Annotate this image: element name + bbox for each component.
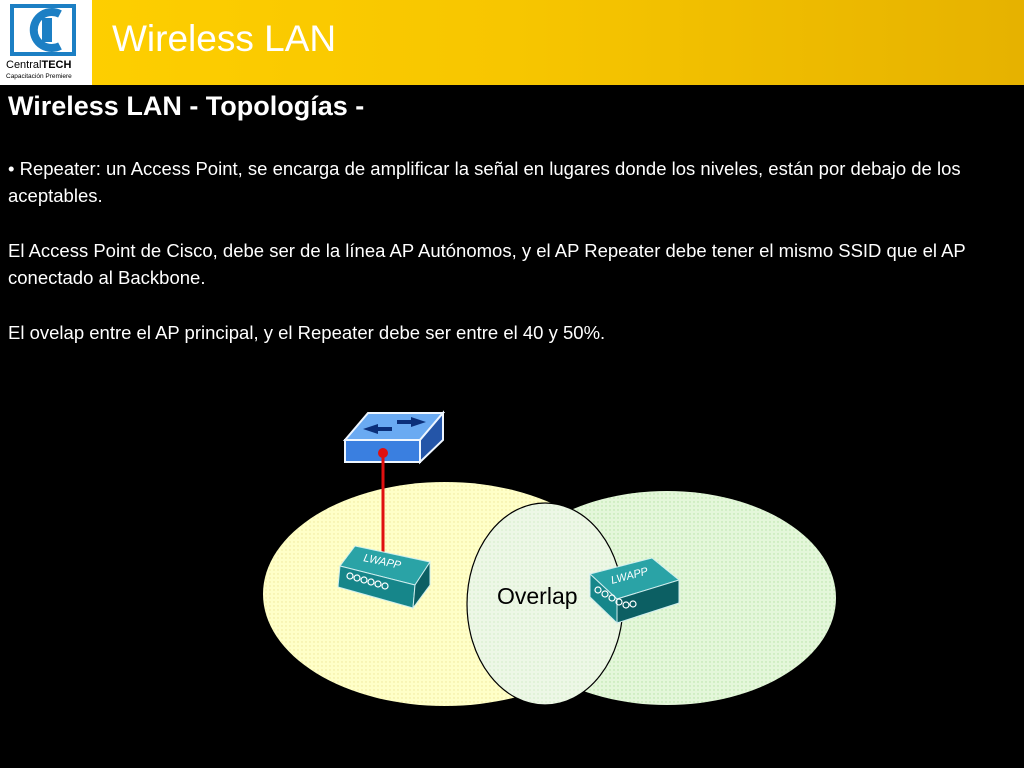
main-ap-side-face — [412, 560, 431, 610]
header-bar: CentralTECH Capacitación Premiere Wirele… — [0, 0, 1024, 85]
paragraph-repeater: • Repeater: un Access Point, se encarga … — [8, 158, 961, 206]
switch-arrow-left — [363, 424, 392, 434]
logo-mark — [10, 4, 76, 56]
logo-mark-bar — [42, 18, 52, 42]
switch-side-face — [419, 410, 444, 465]
main-access-point-icon: LWAPP — [337, 545, 431, 610]
centraltech-logo: CentralTECH Capacitación Premiere — [0, 0, 92, 85]
switch-arrow-right — [397, 417, 426, 427]
repeater-access-point-icon: LWAPP — [588, 557, 681, 625]
repeater-ap-side-face — [616, 579, 680, 624]
paragraph-overlap: El ovelap entre el AP principal, y el Re… — [8, 322, 606, 343]
main-ap-port-row — [346, 572, 389, 590]
paragraph-cisco-ap: El Access Point de Cisco, debe ser de la… — [8, 240, 966, 288]
logo-mark-c — [29, 8, 62, 52]
link-endpoint-top — [378, 448, 388, 458]
header-title: Wireless LAN — [112, 18, 337, 59]
logo-brand-regular: Central — [6, 59, 42, 71]
repeater-ap-port-row — [594, 586, 637, 609]
logo-brand-bold: TECH — [41, 59, 72, 71]
logo-tagline: Capacitación Premiere — [6, 73, 72, 80]
backbone-switch-icon — [342, 410, 446, 465]
overlap-label: Overlap — [497, 583, 578, 609]
logo-brand: CentralTECH — [6, 59, 71, 71]
slide-title: Wireless LAN - Topologías - — [8, 91, 365, 121]
